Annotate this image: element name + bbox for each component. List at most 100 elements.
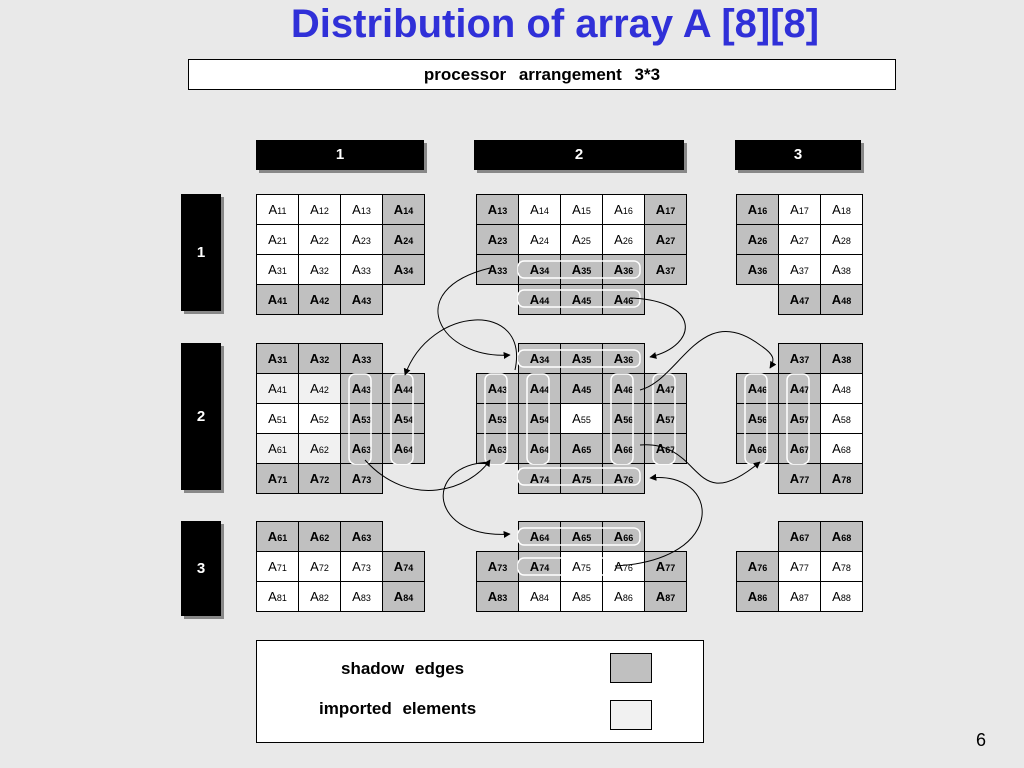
column-header-1: 1 [256, 140, 424, 170]
legend-imported-label: imported elements [319, 699, 477, 718]
column-header-2: 2 [474, 140, 684, 170]
legend-shadow-label: shadow edges [341, 659, 465, 678]
arrow-center-to-left [403, 319, 518, 376]
column-header-3: 3 [735, 140, 861, 170]
row-header-1: 1 [181, 194, 221, 311]
arrow-left-to-center [364, 459, 491, 491]
processor-arrangement-label: processor arrangement 3*3 [188, 59, 896, 90]
legend: shadow edges imported elements [256, 640, 704, 743]
row-header-2: 2 [181, 343, 221, 490]
row-header-3: 3 [181, 521, 221, 616]
